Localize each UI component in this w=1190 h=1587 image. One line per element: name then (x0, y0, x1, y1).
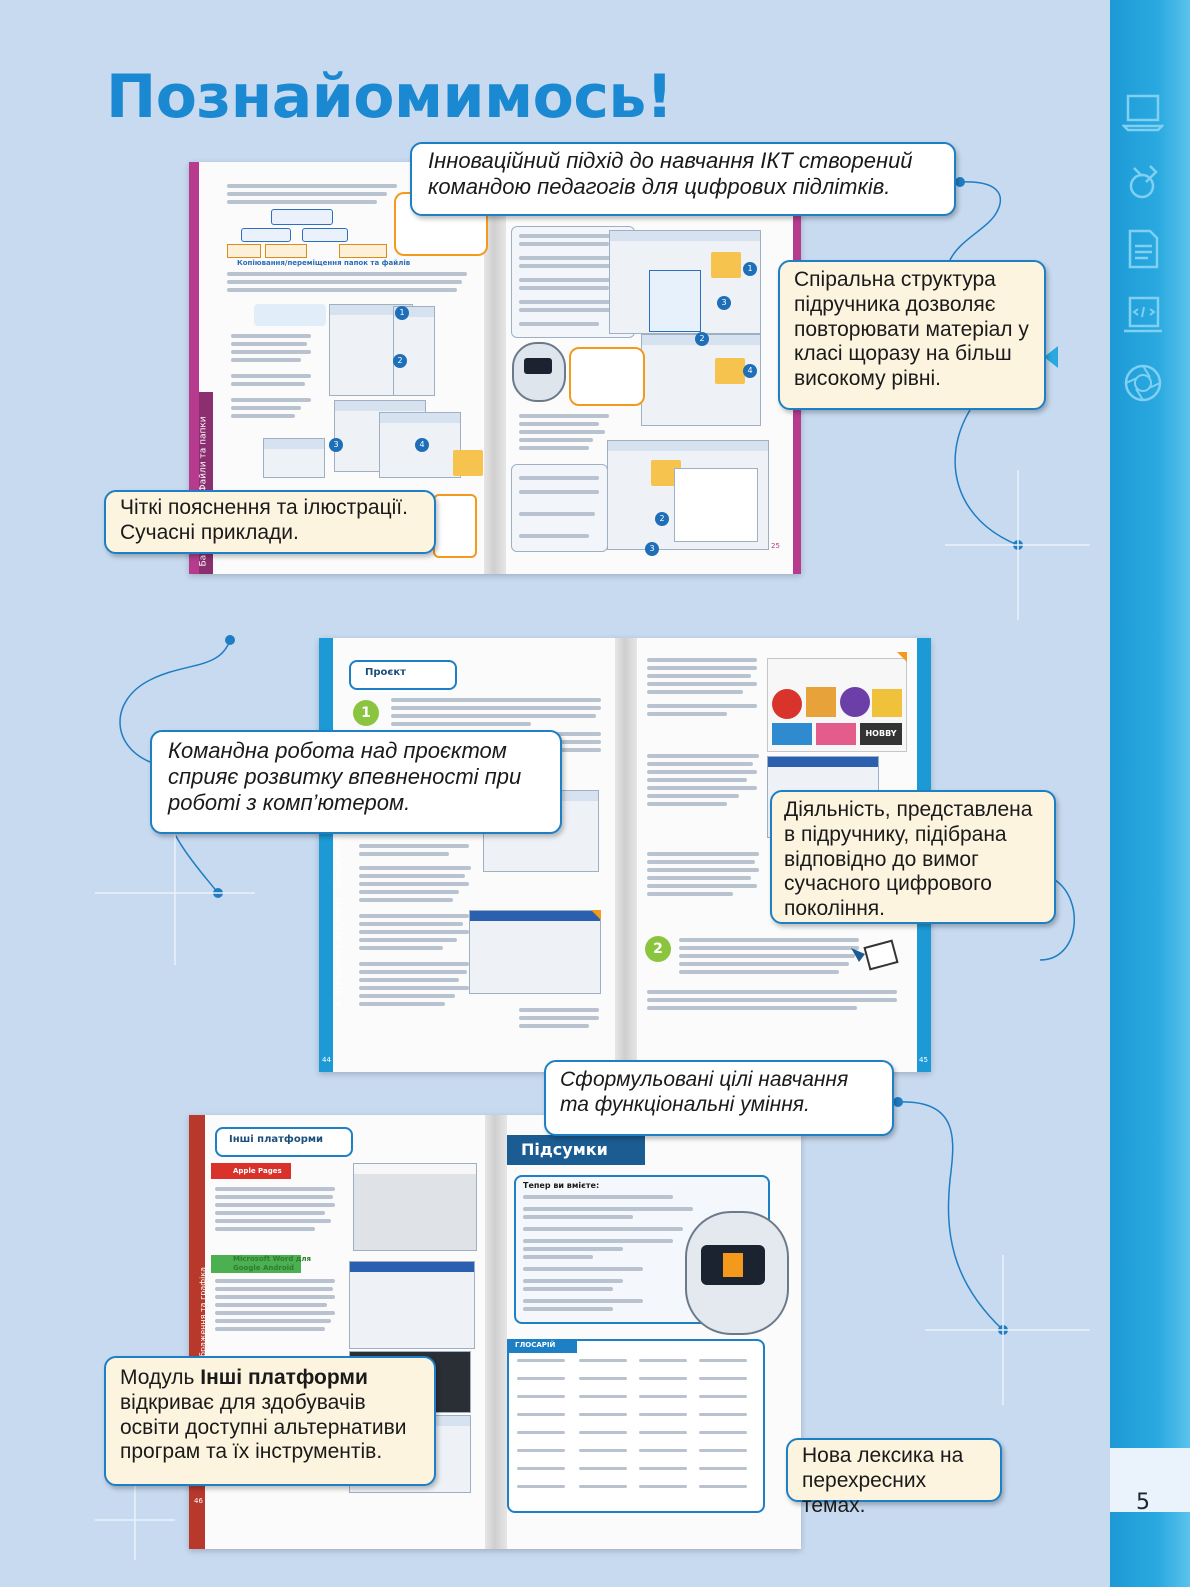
book-spine (615, 638, 637, 1072)
sidebar-arrow-icon (1044, 346, 1058, 368)
apple-pages-label: Apple Pages (233, 1167, 282, 1175)
right-sidebar (1110, 0, 1190, 1587)
page-number-box (1110, 1448, 1190, 1512)
spread1-page-number: 25 (771, 542, 780, 550)
callout-text: відкриває для здобувачів освіти доступні… (120, 1390, 407, 1464)
callout-new-lexicon: Нова лексика на перехресних темах. (786, 1438, 1002, 1517)
page-title: Познайомимось! (106, 62, 673, 132)
step-1-badge: 1 (353, 700, 379, 726)
chapter-label: 3. Створюємо документ / Зображення (333, 831, 343, 1008)
ms-word-android-label: Microsoft Word для Google Android (233, 1255, 312, 1272)
callout-other-platforms: Модуль Інші платформи відкриває для здоб… (104, 1356, 436, 1486)
page-number-right: 45 (919, 1056, 928, 1064)
thumbs-up-icon (723, 1253, 743, 1277)
page-number-left: 44 (322, 1056, 331, 1064)
book-spine (485, 1115, 507, 1549)
book-spine (484, 162, 506, 574)
glossary-label: ГЛОСАРІЙ (515, 1341, 556, 1349)
callout-text: Модуль (120, 1366, 201, 1389)
now-you-can-label: Тепер ви вмієте: (523, 1181, 600, 1190)
callout-clear-explanations: Чіткі пояснення та ілюстрації. Сучасні п… (104, 490, 436, 554)
callout-innovative-approach: Інноваційний підхід до навчання ІКТ ство… (410, 142, 956, 216)
module-name: Інші платформи (200, 1366, 368, 1389)
satellite-icon (1129, 165, 1158, 199)
callout-activity: Діяльність, представлена в підручнику, п… (770, 790, 1056, 924)
chapter-band (319, 638, 333, 1072)
summary-heading: Підсумки (521, 1140, 608, 1159)
callout-teamwork: Командна робота над проєктом сприяє розв… (150, 730, 562, 834)
callout-spiral-structure: Спіральна структура підручника дозволяє … (778, 260, 1046, 410)
document-icon (1128, 229, 1159, 269)
page-number-left: 46 (194, 1497, 203, 1505)
project-heading: Проєкт (365, 667, 406, 678)
page-number: 5 (1136, 1490, 1150, 1515)
other-platforms-heading: Інші платформи (229, 1134, 324, 1145)
section-title: Копіювання/переміщення папок та файлів (237, 259, 411, 267)
tablet-icon (851, 939, 899, 971)
laptop-icon (1122, 94, 1164, 132)
chapter-band (189, 162, 199, 574)
step-2-badge: 2 (645, 936, 671, 962)
code-window-icon (1124, 296, 1162, 333)
aperture-icon (1124, 364, 1162, 402)
hobby-tile: HOBBY (860, 723, 902, 745)
callout-learning-goals: Сформульовані цілі навчання та функціона… (544, 1060, 894, 1136)
